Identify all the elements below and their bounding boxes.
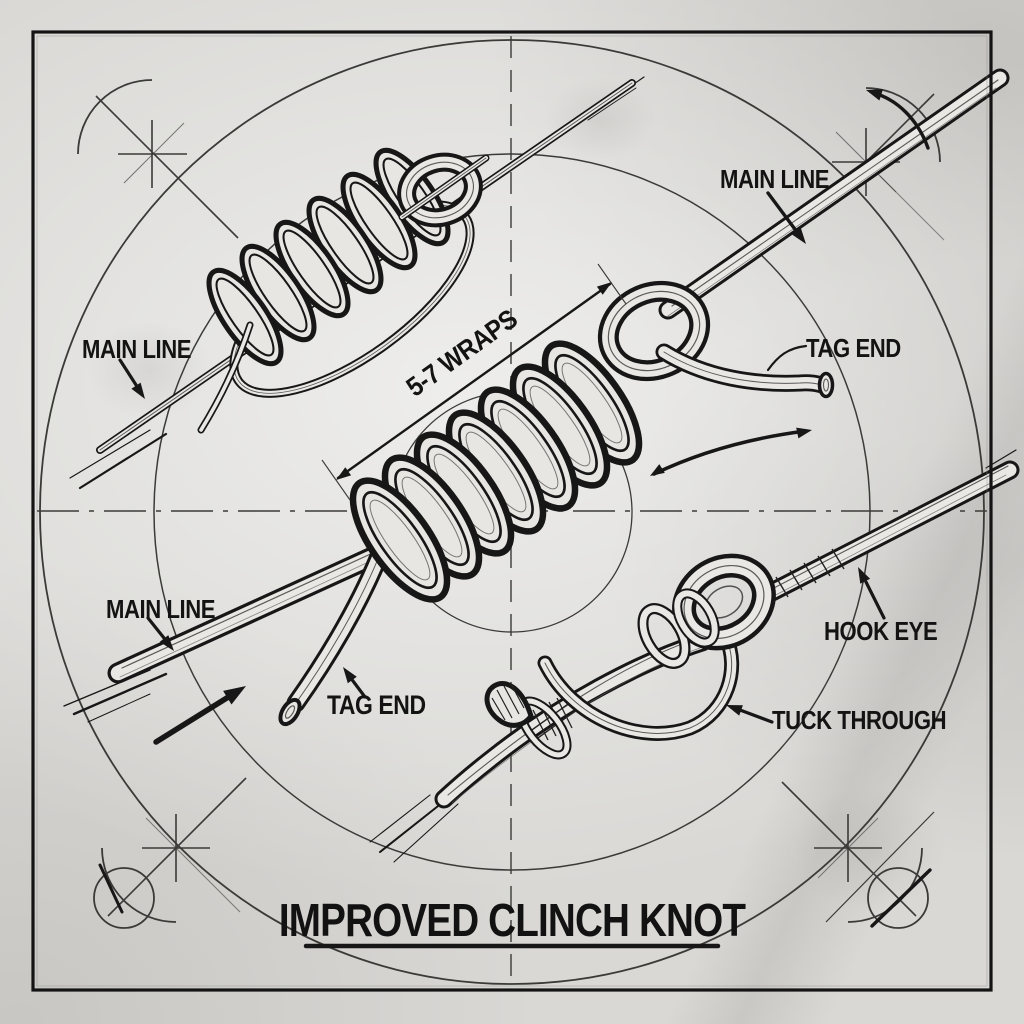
label-tag-end-bottom: TAG END [327, 690, 426, 720]
label-tag-end-right: TAG END [806, 333, 901, 363]
label-main-line-top-right: MAIN LINE [720, 164, 830, 194]
rotation-arrow-top-right [866, 89, 930, 150]
corner-mark-top-left [77, 79, 239, 239]
label-main-line-lower-left: MAIN LINE [106, 594, 216, 624]
barb-knob [484, 681, 534, 728]
knot-step2-illustration [63, 78, 1000, 727]
retaining-loop [397, 152, 483, 228]
label-hook-eye: HOOK EYE [824, 616, 938, 646]
tag-end-cap [278, 697, 302, 727]
hook-eye-arrow [858, 567, 886, 620]
tag-end-cap-right [817, 371, 835, 399]
label-tuck-through: TUCK THROUGH [772, 705, 947, 735]
knot-step1-illustration [69, 76, 645, 490]
label-main-line-upper-left: MAIN LINE [82, 334, 192, 364]
rotation-arrow-center [650, 427, 812, 476]
page-title: IMPROVED CLINCH KNOT [278, 894, 746, 946]
main-line-top-right-arrow [766, 191, 806, 244]
knot-step3-hook-illustration [369, 449, 1016, 863]
coil-wraps-5-7 [349, 340, 643, 603]
main-line-upper-left-arrow [118, 358, 145, 399]
knot-loop [597, 280, 711, 382]
corner-mark-bottom-left [93, 777, 247, 929]
main-line-lower-left-arrow [146, 616, 174, 651]
direction-arrow-big [153, 686, 246, 745]
frame-border-inner-hairline [36, 35, 988, 987]
line-wraps-near-eye [637, 588, 720, 669]
tuck-through-arrow [726, 705, 774, 724]
tag-end-bottom-arrow [343, 667, 367, 699]
frame-border [31, 30, 993, 992]
wraps-dimension-line [321, 263, 627, 501]
shank-hatching [775, 548, 845, 598]
tag-end-right-leader [766, 344, 808, 372]
hook-eye-ring [672, 553, 776, 651]
corner-mark-bottom-right [781, 781, 935, 929]
